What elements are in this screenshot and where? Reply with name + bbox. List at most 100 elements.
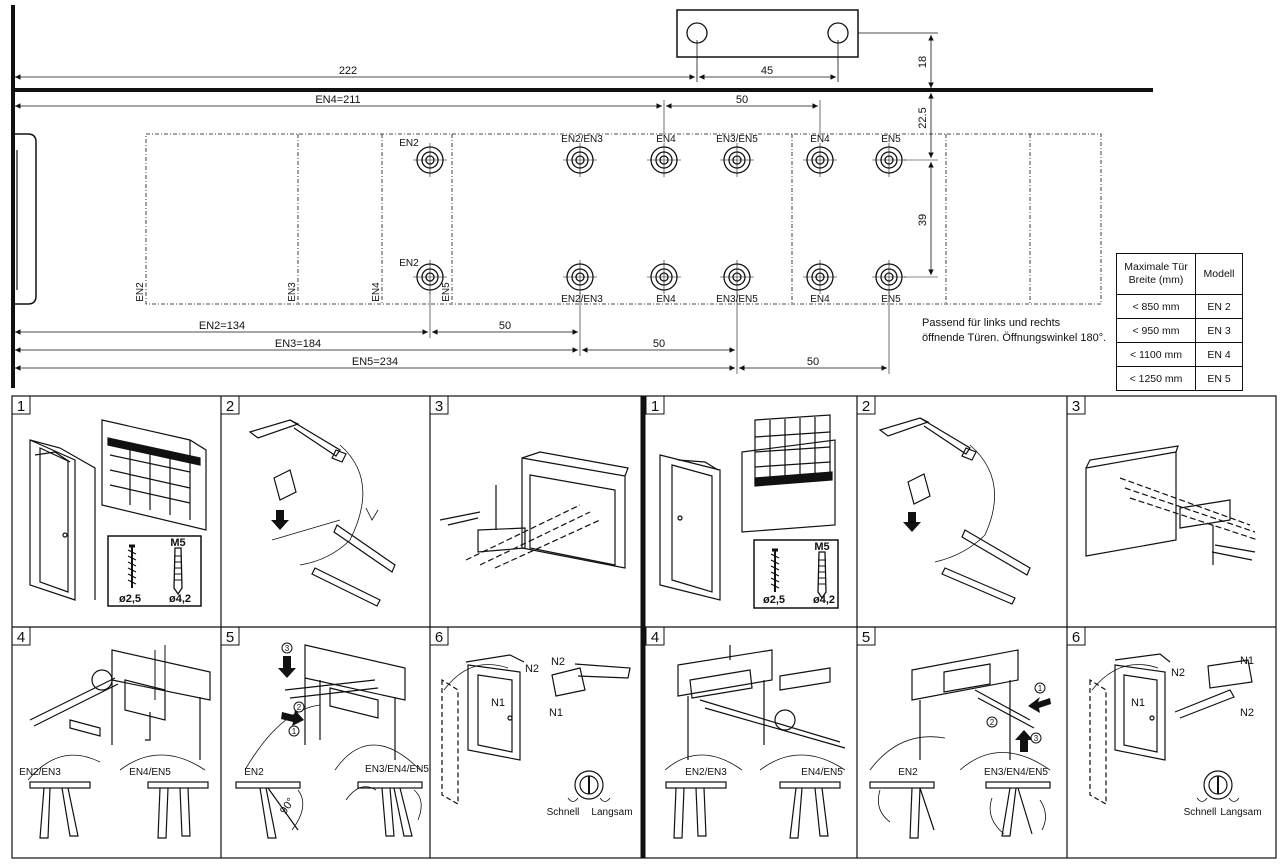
panel-6-left-illustration <box>441 654 631 806</box>
step-number: 1 <box>17 398 25 415</box>
dim-50-b: 50 <box>499 320 511 332</box>
callout-1: 1 <box>1038 684 1043 693</box>
panel-3-right-illustration <box>1085 445 1259 565</box>
template-drawing: 222 45 18 EN4=211 50 22.5 39 <box>11 5 1153 388</box>
screw-label-m5: M5 <box>170 537 185 549</box>
down-arrow-icon <box>903 512 921 532</box>
up-arrow-icon <box>1015 730 1033 752</box>
hole-label: EN5 <box>881 294 901 305</box>
arm-label-en23: EN2/EN3 <box>19 767 61 778</box>
speed-slow: Langsam <box>591 807 632 818</box>
step-number: 5 <box>226 629 234 646</box>
valve-n1: N1 <box>491 697 505 709</box>
spec-model: EN 4 <box>1195 342 1243 367</box>
left-arrow-icon <box>1028 697 1051 713</box>
dim-222: 222 <box>339 65 357 77</box>
hole-label: EN2/EN3 <box>561 294 603 305</box>
step-number: 1 <box>651 398 659 415</box>
edge-label-en2: EN2 <box>135 282 146 302</box>
hole-label: EN2/EN3 <box>561 134 603 145</box>
hole-label: EN2 <box>399 258 419 269</box>
callout-markers: 1 2 3 <box>986 682 1046 744</box>
hole-label: EN4 <box>810 134 830 145</box>
valve-n2: N2 <box>1240 707 1254 719</box>
arm-label-en345: EN3/EN4/EN5 <box>984 767 1048 778</box>
callout-3: 3 <box>1034 734 1039 743</box>
mounting-note-line-1: Passend für links und rechts <box>922 317 1061 329</box>
spec-header-model: Modell <box>1195 253 1243 295</box>
screw-label-d42: ø4,2 <box>813 594 835 606</box>
step-number: 6 <box>435 629 443 646</box>
dim-45: 45 <box>761 65 773 77</box>
panel-3-left-illustration <box>439 451 629 569</box>
arm-label-en345: EN3/EN4/EN5 <box>365 764 429 775</box>
panel-4-left-illustration <box>27 645 211 839</box>
arm-label-en2: EN2 <box>898 767 918 778</box>
spec-width: < 1250 mm <box>1116 366 1196 391</box>
spec-width: < 1100 mm <box>1116 342 1196 367</box>
spec-row: < 850 mm EN 2 <box>1116 294 1243 319</box>
valve-n2: N2 <box>1171 667 1185 679</box>
step-numbers: 1 2 3 1 2 3 4 5 6 4 5 6 <box>17 398 1080 646</box>
screw-label-d25: ø2,5 <box>119 593 141 605</box>
step-number: 3 <box>435 398 443 415</box>
panel-1-left-illustration <box>29 419 207 607</box>
edge-label-en5: EN5 <box>441 282 452 302</box>
panel-5-left-illustration <box>235 644 423 839</box>
dim-en4: EN4=211 <box>315 94 360 106</box>
hole-label: EN2 <box>399 138 419 149</box>
hole-pattern <box>412 142 907 295</box>
mounting-note-line-2: öffnende Türen. Öffnungswinkel 180°. <box>922 332 1107 344</box>
step-panels <box>11 395 1277 859</box>
screw-label-m5: M5 <box>814 541 829 553</box>
panel-6-right-illustration <box>1089 653 1253 806</box>
spec-row: < 950 mm EN 3 <box>1116 318 1243 343</box>
spec-width: < 850 mm <box>1116 294 1196 319</box>
valve-n2: N2 <box>551 656 565 668</box>
step-number: 2 <box>226 398 234 415</box>
valve-n2: N2 <box>525 663 539 675</box>
panel-4-right-illustration <box>664 645 846 839</box>
step-number: 5 <box>862 629 870 646</box>
spec-header-width: Maximale Tür Breite (mm) <box>1116 253 1196 295</box>
panel-1-left-screws: M5 ø2,5 ø4,2 <box>119 537 191 605</box>
step-number: 4 <box>651 629 659 646</box>
callout-markers: 3 2 1 <box>281 642 305 737</box>
step-number: 2 <box>862 398 870 415</box>
callout-2: 2 <box>990 718 995 727</box>
dim-en2: EN2=134 <box>199 320 245 332</box>
dim-39: 39 <box>917 214 929 226</box>
dim-en5: EN5=234 <box>352 356 398 368</box>
callout-3: 3 <box>285 644 290 653</box>
callout-2: 2 <box>297 703 302 712</box>
arm-label-en45: EN4/EN5 <box>129 767 171 778</box>
dim-50-d: 50 <box>807 356 819 368</box>
spec-model: EN 3 <box>1195 318 1243 343</box>
panel-5-right-illustration <box>869 649 1051 839</box>
panel-1-right-illustration <box>659 414 839 609</box>
spec-header-row: Maximale Tür Breite (mm) Modell <box>1116 253 1243 295</box>
screw-label-d42: ø4,2 <box>169 593 191 605</box>
hole-label: EN4 <box>656 294 676 305</box>
down-arrow-icon <box>278 656 296 678</box>
right-arrow-icon <box>281 710 304 726</box>
panel-2-left-illustration <box>249 419 396 607</box>
step-number: 3 <box>1072 398 1080 415</box>
hole-label: EN4 <box>810 294 830 305</box>
panel-2-right-illustration <box>879 417 1031 605</box>
dim-50-c: 50 <box>653 338 665 350</box>
spec-row: < 1250 mm EN 5 <box>1116 366 1243 391</box>
model-spec-table: Maximale Tür Breite (mm) Modell < 850 mm… <box>1116 253 1243 391</box>
dim-50-top: 50 <box>736 94 748 106</box>
speed-fast: Schnell <box>1184 807 1217 818</box>
valve-n1: N1 <box>1240 655 1254 667</box>
mounting-note: Passend für links und rechts öffnende Tü… <box>922 316 1106 346</box>
step-number: 6 <box>1072 629 1080 646</box>
spec-model: EN 5 <box>1195 366 1243 391</box>
dim-18: 18 <box>917 56 929 68</box>
edge-label-en3: EN3 <box>287 282 298 302</box>
panel-1-right-screws: M5 ø2,5 ø4,2 <box>763 541 835 606</box>
hole-label: EN3/EN5 <box>716 134 758 145</box>
valve-n1: N1 <box>549 707 563 719</box>
